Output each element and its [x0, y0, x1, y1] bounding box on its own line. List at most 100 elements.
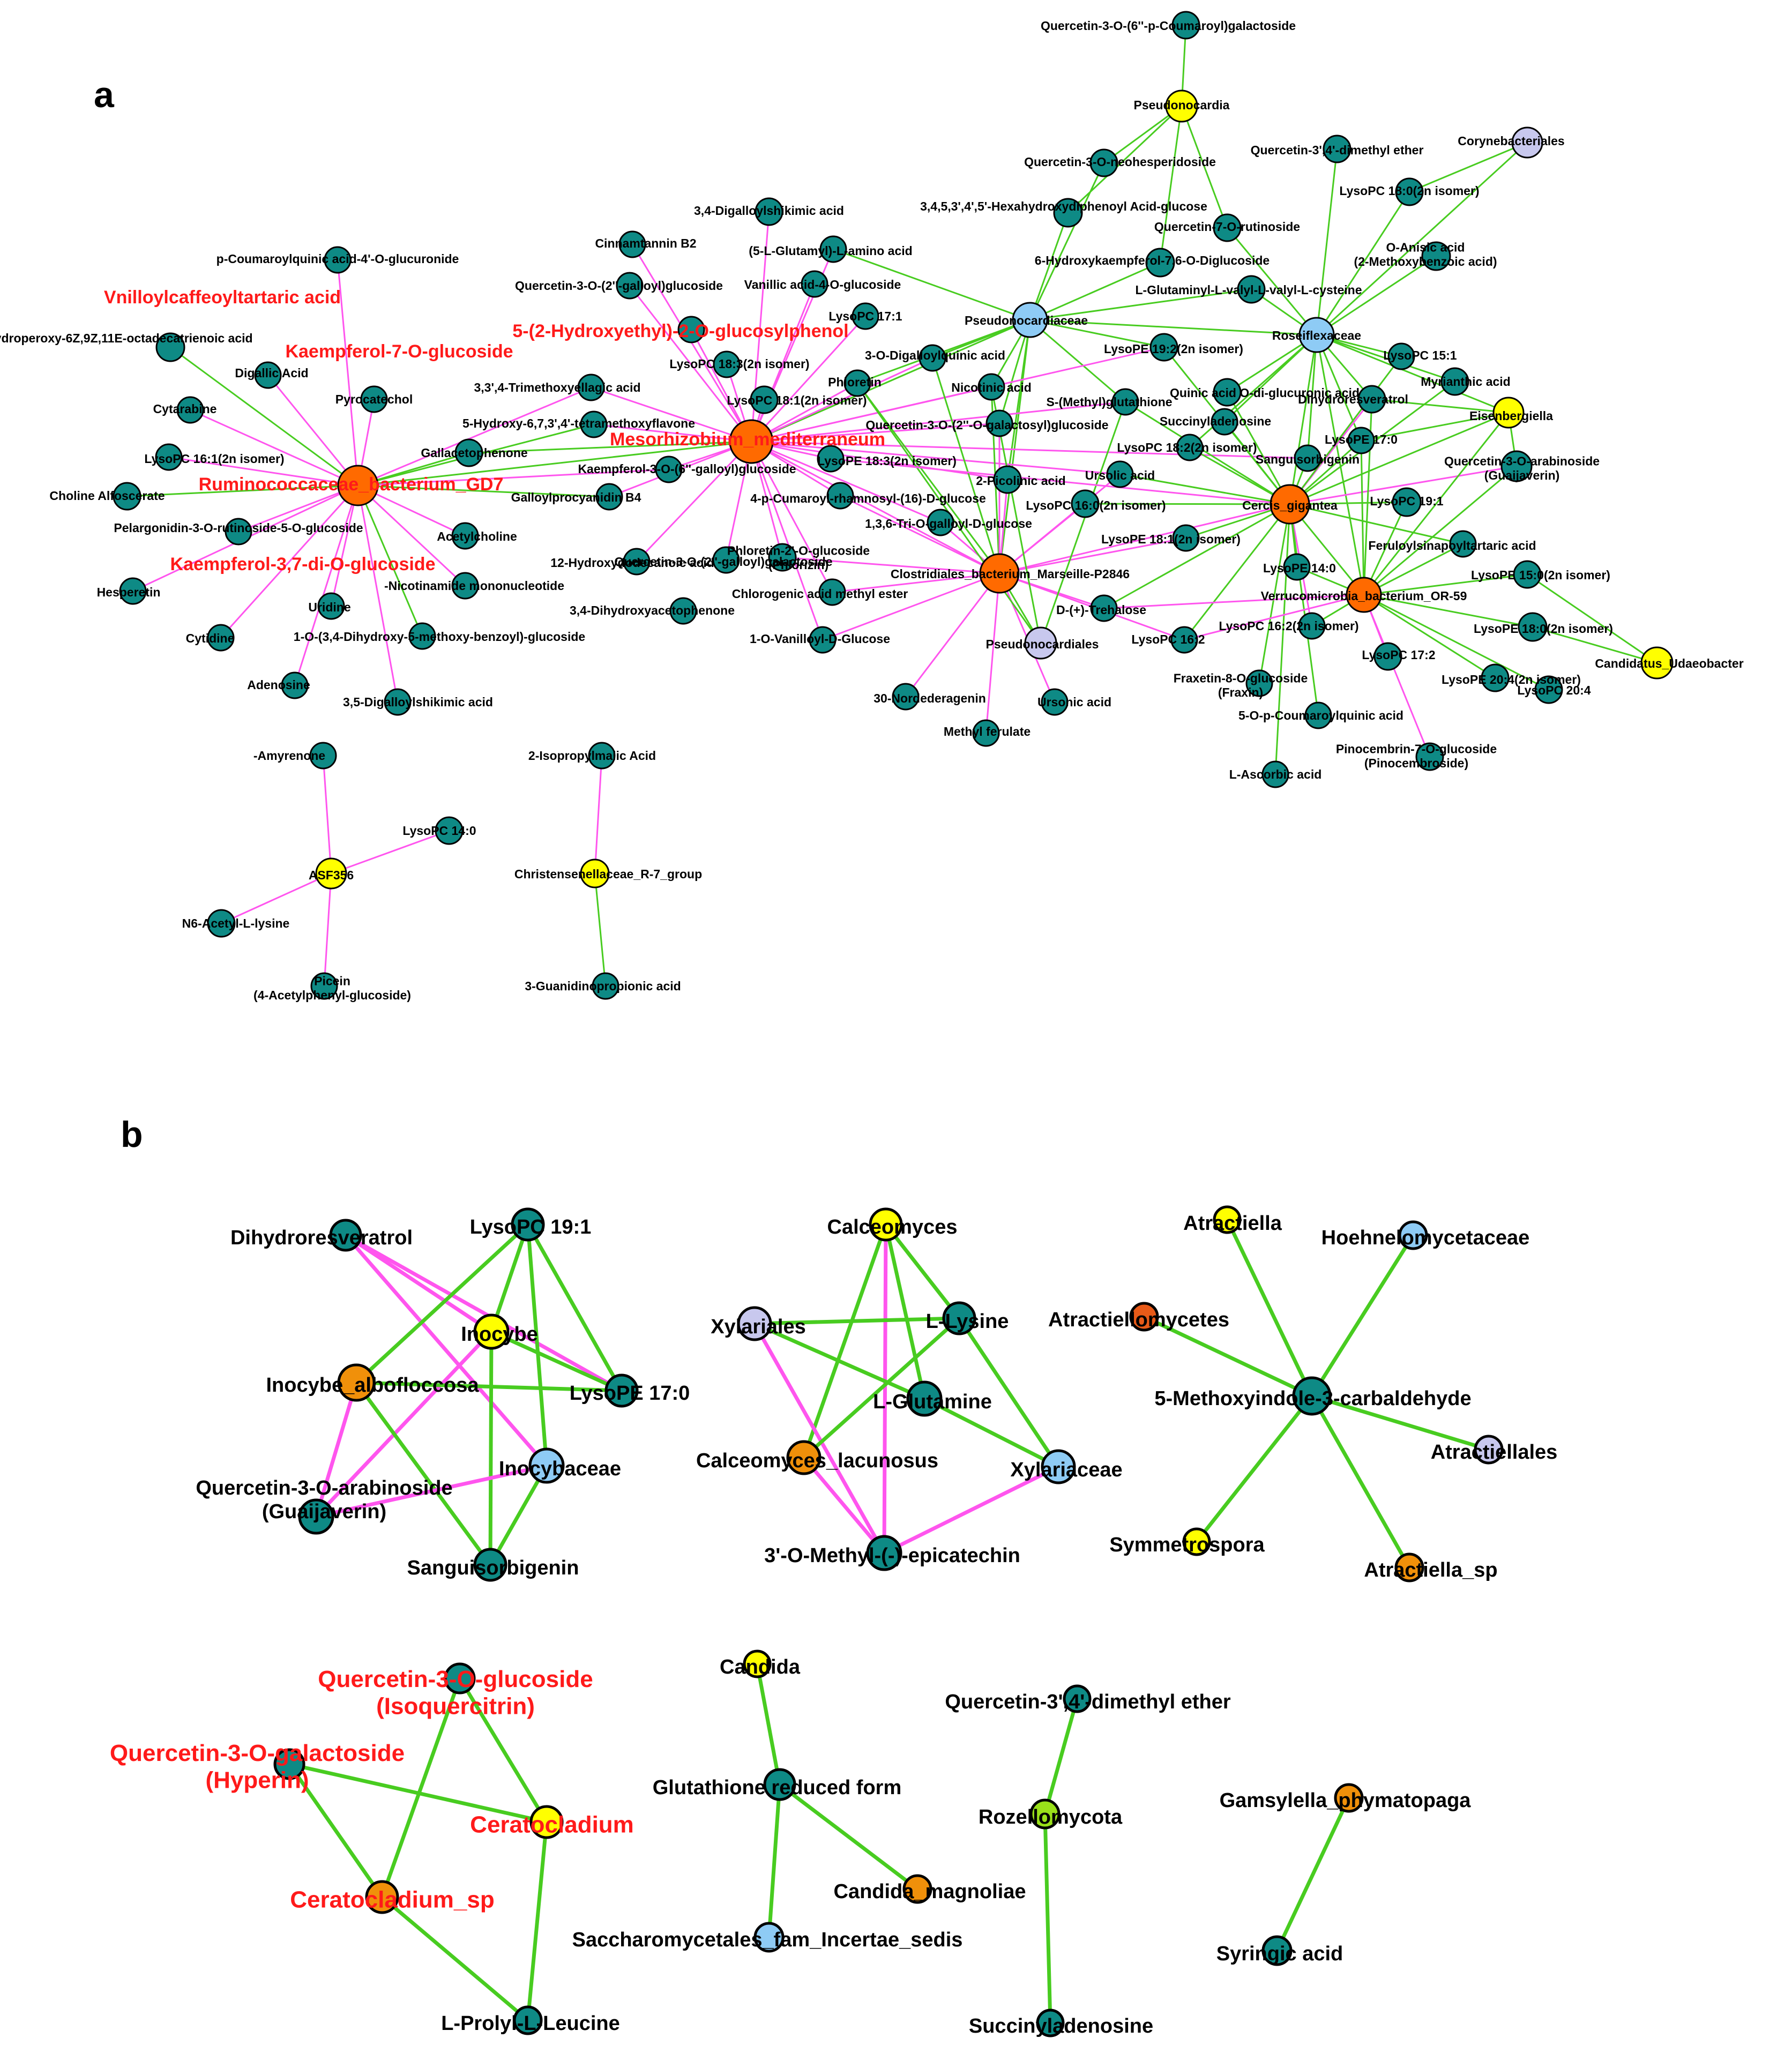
a-node-label-nicotinamide: -Nicotinamide mononucleotide: [384, 579, 564, 593]
a-node-label-q3arab_a: Quercetin-3-O-arabinoside(Guaijaverin): [1444, 454, 1600, 482]
a-edge-clostridiales-cumaroyl: [840, 495, 1000, 574]
a-node-label-galloylproc: Galloylprocyanidin B4: [511, 490, 641, 504]
a-edge-roseiflex-q34dimeth: [1316, 148, 1338, 335]
a-node-label-quinicacid: Quinic acid O-di-glucuronic acid: [1170, 386, 1360, 400]
a-edge-roseiflex-verrucomicrobia: [1316, 334, 1365, 595]
b-edge-llysine-calclacun: [802, 1317, 961, 1459]
b-node-q3gal: [273, 1748, 305, 1780]
a-node-label-lglutamyl: (5-L-Glutamyl)-L-amino acid: [749, 244, 912, 258]
a-edge-roseiflex-sanguisorb_a: [1306, 334, 1318, 459]
b-node-label-inocybe: Inocybe: [461, 1323, 538, 1346]
a-node-lysopc161: [155, 443, 183, 471]
a-node-label-lysope180: LysoPE 18:0(2n isomer): [1474, 622, 1613, 636]
b-node-lysope170b: [604, 1373, 639, 1408]
a-node-verrucomicrobia: [1346, 577, 1382, 613]
a-edge-mesorhiz-ursolic: [751, 441, 1121, 475]
b-edge-inocybaceae-sanguisorb: [488, 1465, 549, 1566]
b-edge-lysopc191b-inocybe: [489, 1223, 530, 1333]
a-node-label-acetylcholine: Acetylcholine: [437, 529, 517, 543]
a-node-label-q3galloylgluc: Quercetin-3-O-(2''-galloyl)glucoside: [515, 279, 723, 293]
a-node-label-lysopc160: LysoPC 16:0(2n isomer): [1026, 498, 1166, 512]
b-node-label-succinyl: Succinyladenosine: [969, 2015, 1153, 2037]
a-node-label-vanilloyl: 1-O-Vanilloyl-D-Glucose: [750, 632, 890, 646]
a-node-feruloyl: [1449, 530, 1477, 558]
a-node-q3arab_a: [1500, 450, 1533, 482]
a-node-dihydroxymethoxy: [408, 622, 436, 650]
b-node-label-q3gal: Quercetin-3-O-galactoside(Hyperin): [110, 1740, 405, 1793]
b-node-omethyl: [866, 1535, 902, 1571]
b-edge-methoxyindole-atractiella: [1225, 1219, 1314, 1397]
a-node-label-clostridiales: Clostridiales_bacterium_Marseille-P2846: [891, 567, 1130, 581]
b-node-label-glutathione: Glutathione reduced form: [653, 1776, 901, 1799]
a-edge-cercis-ursolic: [1119, 473, 1290, 505]
a-edge-pseudonocardia-q7rut: [1181, 106, 1228, 228]
b-node-label-q34dim: Quercetin-3',4'-dimethyl ether: [945, 1691, 1231, 1713]
a-node-amyrenone: [309, 742, 337, 770]
b-node-saccharo: [753, 1922, 785, 1953]
a-edge-clostridiales-chlorogenic: [832, 572, 1000, 593]
b-node-label-q3arab: Quercetin-3-O-arabinoside(Guaijaverin): [196, 1477, 452, 1523]
a-node-myrianthic: [1440, 367, 1469, 396]
b-node-label-inocybaceae: Inocybaceae: [499, 1458, 621, 1480]
a-edge-mesorhiz-picolinic: [751, 441, 1008, 481]
a-edge-mesorhiz-lysopc171: [750, 315, 867, 443]
b-node-label-atractiellales: Atractiellales: [1431, 1441, 1558, 1464]
a-edge-asf356-picein: [323, 873, 332, 987]
a-node-label-eisenbergiella: Eisenbergiella: [1469, 409, 1553, 423]
b-edge-inocybealbo-lysope170b: [356, 1380, 622, 1393]
b-node-atractiellomyc: [1129, 1302, 1159, 1332]
a-edge-cercis-lascorbic: [1274, 504, 1291, 775]
a-edge-roseiflex-eisenbergiella: [1316, 334, 1509, 414]
a-edge-christensen-guanidino: [594, 873, 607, 987]
a-edge-clostridiales-lysope181: [999, 537, 1186, 574]
a-node-q34dimeth: [1323, 135, 1352, 163]
a-edge-corynebact-lysopc180: [1409, 141, 1528, 193]
a-node-label-cumaroyl: 4-p-Cumaroyl-rhamnosyl-(16)-D-glucose: [750, 491, 986, 505]
b-edge-ceratocladium-lprolyl: [526, 1821, 549, 2021]
a-node-digallic: [254, 361, 282, 389]
b-edge-q3gluc-ceratocladium: [458, 1677, 548, 1823]
b-node-label-lprolyl: L-Prolyl-L-Leucine: [441, 2012, 620, 2035]
a-node-label-q7rut: Quercetin-7-O-rutinoside: [1154, 220, 1300, 234]
a-node-label-cinnamtannin: Cinnamtannin B2: [595, 236, 696, 250]
a-edge-mesorhiz-smethyl: [751, 401, 1126, 443]
a-node-pseudonocardia: [1165, 89, 1198, 123]
a-node-cytarabine: [176, 396, 204, 424]
a-edge-roseiflex-myrianthic: [1316, 334, 1455, 383]
a-node-sanguisorb_a: [1294, 444, 1321, 472]
a-node-label-lysopc180: LysoPC 18:0(2n isomer): [1339, 184, 1479, 198]
a-edge-pseudonocardia-hydroxykaemp: [1159, 106, 1183, 263]
b-edge-lysopc191b-inocybaceae: [526, 1224, 549, 1466]
a-edge-mesorhiz-trimethoxy: [591, 386, 752, 443]
a-node-coumaroylquinic: [1304, 701, 1332, 729]
b-node-label-rozello: Rozellomycota: [979, 1806, 1123, 1828]
a-node-lysopc172: [1373, 642, 1402, 671]
b-node-label-candidamag: Candida_magnoliae: [834, 1880, 1026, 1903]
a-node-label-q3neohesp: Quercetin-3-O-neohesperidoside: [1024, 155, 1216, 169]
a-node-eisenbergiella: [1492, 397, 1525, 429]
a-edge-roseiflex-lysopc180: [1316, 191, 1410, 335]
a-node-lysopc182: [1176, 434, 1204, 461]
a-edge-asf356-lysopc140: [331, 830, 450, 875]
a-node-label-methylferulate: Methyl ferulate: [944, 725, 1031, 738]
a-node-hydroxyethyl: [677, 316, 705, 344]
a-node-label-kaemp7: Kaempferol-7-O-glucoside: [285, 341, 513, 362]
b-edge-dihydroresv-inocybe: [345, 1234, 492, 1333]
b-node-label-lglutamine: L-Glutamine: [873, 1391, 992, 1413]
b-node-atractiellales: [1474, 1435, 1504, 1465]
b-node-ceratosp: [365, 1880, 399, 1914]
b-node-ceratocladium: [529, 1805, 564, 1839]
a-node-hesperetin: [119, 577, 147, 605]
a-node-label-q3galact: Quercetin-3-O-(2''-O-galactosyl)glucosid…: [865, 418, 1108, 432]
a-node-label-lysopc151: LysoPC 15:1: [1383, 348, 1457, 362]
a-node-label-phlorizin: Phloretin-2'-O-glucoside(Phlorizin): [727, 543, 870, 571]
a-node-label-lysopc162_2n: LysoPC 16:2(2n isomer): [1219, 619, 1358, 633]
a-edge-mesorhiz-vanillic: [750, 283, 816, 442]
b-edge-xylariaceae-omethyl: [883, 1465, 1059, 1555]
a-edge-verrucomicrobia-lysopc204: [1363, 594, 1549, 691]
a-edge-roseiflex-lysopc182: [1189, 334, 1317, 449]
b-edge-q3gal-ceratocladium: [289, 1762, 547, 1824]
a-edge-ruminococc-dihydroxymethoxy: [357, 485, 423, 637]
a-node-label-chlorogenic: Chlorogenic acid methyl ester: [732, 587, 908, 601]
a-edge-cercis-quinicacid: [1226, 392, 1291, 505]
